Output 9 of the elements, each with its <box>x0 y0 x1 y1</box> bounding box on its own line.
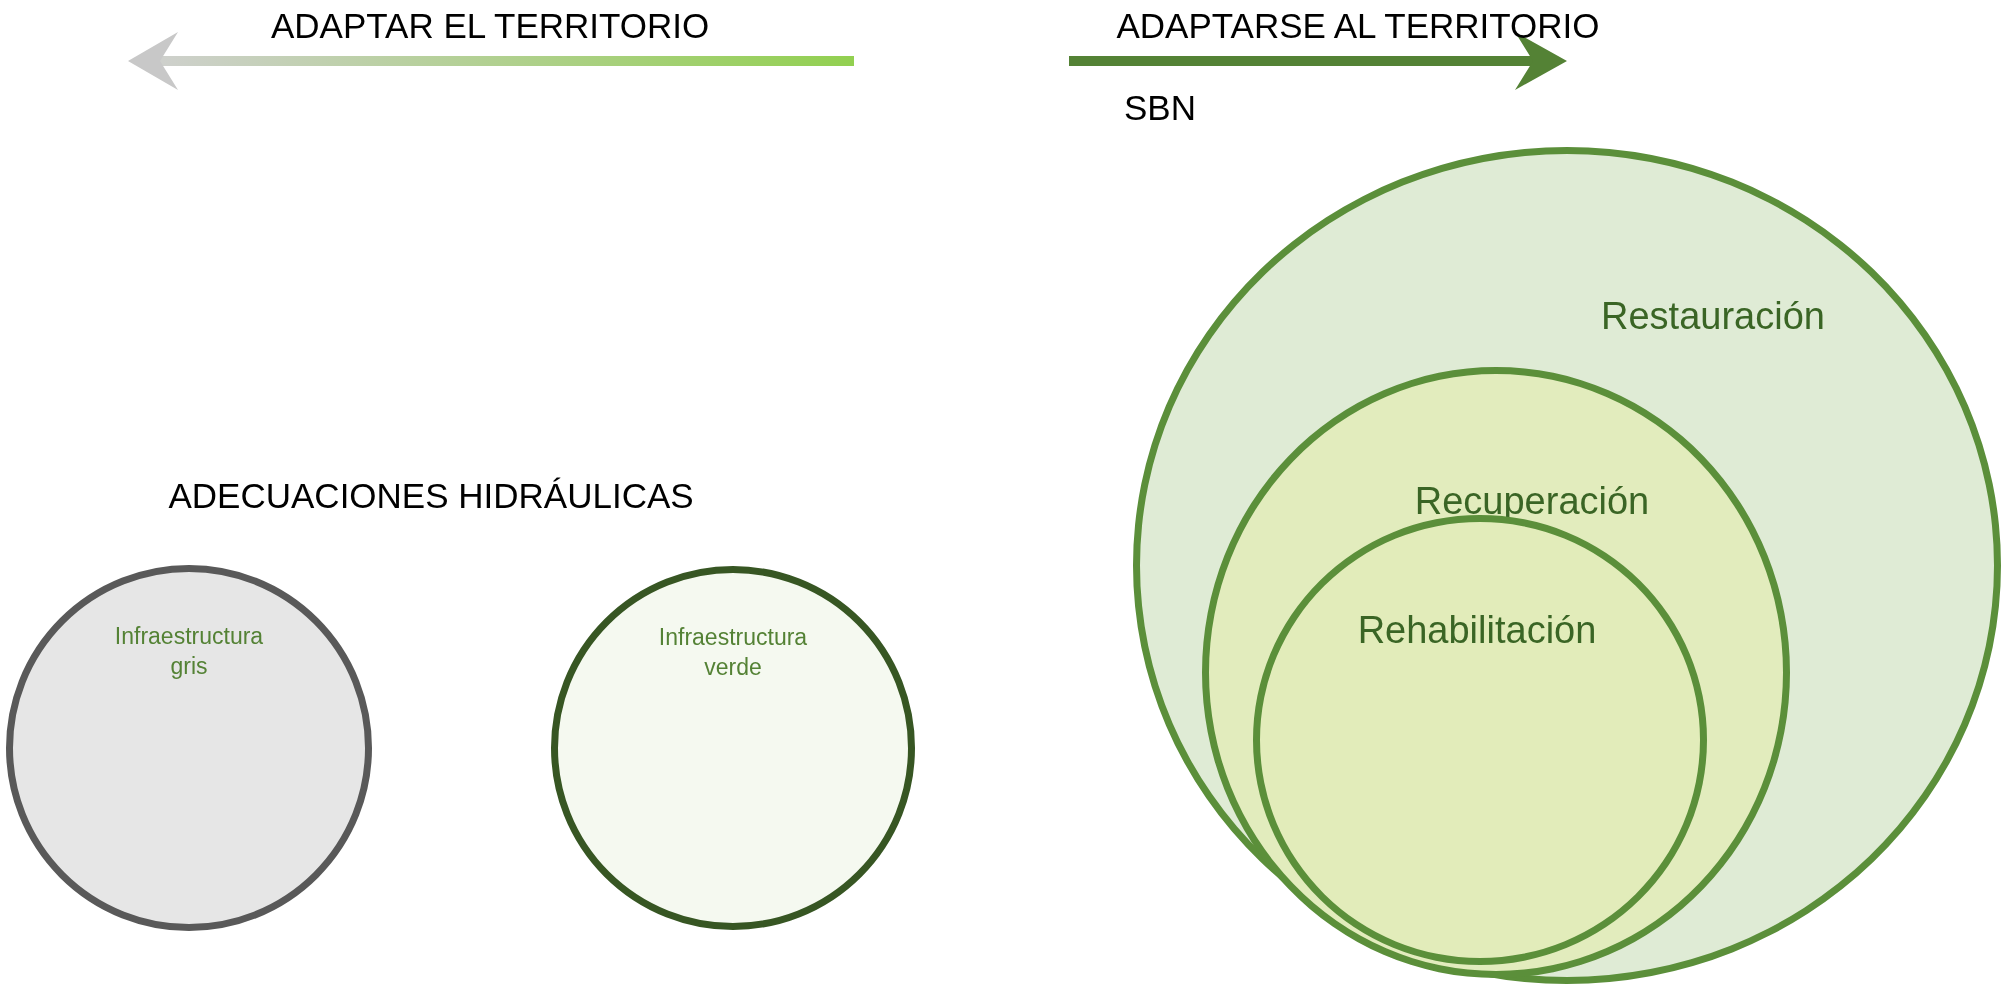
heading-text: ADECUACIONES HIDRÁULICAS <box>168 476 694 516</box>
circle-label: Restauración <box>1600 294 1826 339</box>
label-text: SBN <box>1124 88 1196 128</box>
circle-label: Infraestructura verde <box>657 623 809 682</box>
circle-label: Rehabilitación <box>1356 608 1598 653</box>
heading-text: ADAPTARSE AL TERRITORIO <box>1116 6 1600 46</box>
circle-label: Infraestructura gris <box>113 622 265 681</box>
circle-label: Recuperación <box>1413 479 1651 524</box>
heading-text: ADAPTAR EL TERRITORIO <box>271 6 710 46</box>
